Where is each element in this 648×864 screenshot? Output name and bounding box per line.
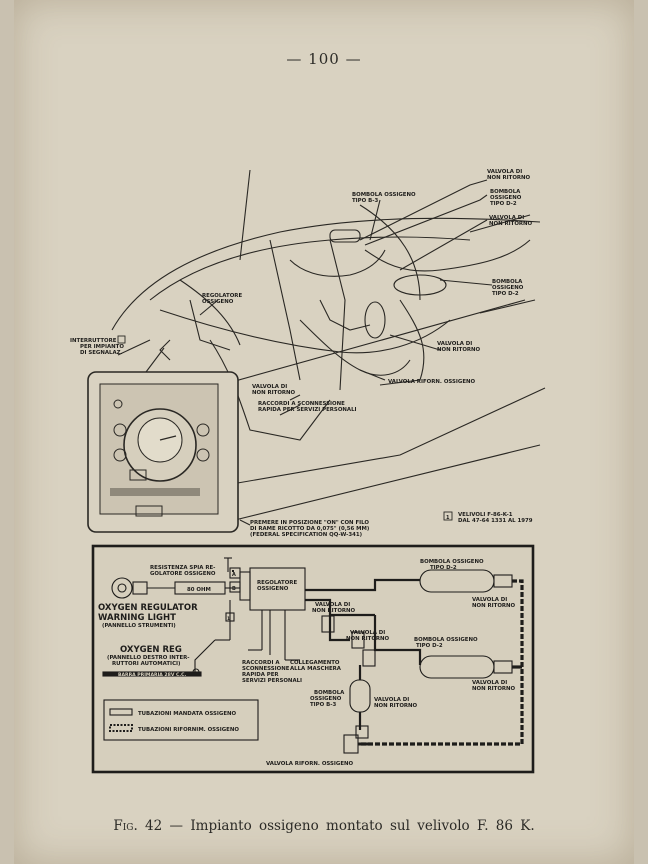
label-bombola-b3a: BOMBOLA OSSIGENO: [352, 192, 416, 198]
label-bombola-d2-2b: OSSIGENO: [492, 285, 524, 291]
label-ohm: 80 OHM: [187, 587, 211, 593]
label-valvola-nr-e1: VALVOLA DI: [472, 680, 507, 686]
label-raccordi-a: RACCORDI A SCONNESSIONE: [258, 401, 345, 407]
label-valvola-nr-d2: NON RITORNO: [374, 703, 418, 709]
label-raccordi-a: RACCORDI A: [242, 660, 280, 666]
label-bombola-d2-mid-a: BOMBOLA OSSIGENO: [414, 637, 478, 643]
label-collegamento-b: ALLA MASCHERA: [290, 666, 342, 672]
label-barra: BARRA PRIMARIA 28V C.C.: [118, 672, 186, 678]
label-marker: 1: [227, 616, 230, 622]
label-oxygen-reg: OXYGEN REG: [120, 645, 182, 655]
label-raccordi-c: RAPIDA PER: [242, 672, 279, 678]
caption-dash: —: [169, 818, 184, 834]
label-regolatore-b: OSSIGENO: [257, 586, 289, 592]
label-bombola-d2-1a: BOMBOLA: [490, 189, 521, 195]
legend-riforn: TUBAZIONI RIFORNIM. OSSIGENO: [138, 727, 239, 733]
label-valvola-nr-a2: NON RITORNO: [472, 603, 516, 609]
label-pannello-destro-a: (PANNELLO DESTRO INTER-: [107, 655, 190, 661]
label-bombola-d2-2c: TIPO D-2: [492, 291, 519, 297]
label-bombola-d2-top-a: BOMBOLA OSSIGENO: [420, 559, 484, 565]
label-valvola-non-ritorno-2b: NON RITORNO: [489, 221, 533, 227]
label-valvola-riforn: VALVOLA RIFORN. OSSIGENO: [388, 379, 476, 385]
figure-bottom-schematic: RESISTENZA SPIA RE- GOLATORE OSSIGENO 80…: [91, 544, 535, 774]
label-valvola-non-ritorno-1b: NON RITORNO: [487, 175, 531, 181]
label-valvola-nr-b1: VALVOLA DI: [315, 602, 350, 608]
label-note-velivoli-a: VELIVOLI F-86-K-1: [458, 512, 513, 518]
caption-fig-number: Fig. 42: [113, 818, 163, 834]
label-valvola-nr-e2: NON RITORNO: [472, 686, 516, 692]
label-collegamento-a: COLLEGAMENTO: [290, 660, 340, 666]
label-regolatore-a: REGOLATORE: [202, 293, 242, 299]
label-resistenza-a: RESISTENZA SPIA RE-: [150, 565, 215, 571]
figure-caption: Fig. 42 — Impianto ossigeno montato sul …: [0, 818, 648, 834]
label-valvola-nr-d1: VALVOLA DI: [374, 697, 409, 703]
label-oxygen-warning-a: OXYGEN REGULATOR: [98, 603, 198, 613]
label-note-premere-b: DI RAME RICOTTO DA 0,075" (0,56 MM): [250, 526, 369, 532]
label-bombola-b3-b: OSSIGENO: [310, 696, 342, 702]
label-valvola-non-ritorno-4a: VALVOLA DI: [252, 384, 287, 390]
label-valvola-non-ritorno-1: VALVOLA DI: [487, 169, 522, 175]
label-pannello-destro-b: RUTTORI AUTOMATICI): [112, 661, 181, 667]
label-oxygen-warning-b: WARNING LIGHT: [98, 613, 176, 623]
label-bombola-b3b: TIPO B-3: [352, 198, 378, 204]
legend-mandata: TUBAZIONI MANDATA OSSIGENO: [138, 711, 237, 717]
label-note-premere-c: (FEDERAL SPECIFICATION QQ-W-341): [250, 532, 362, 538]
page-number: — 100 —: [286, 50, 362, 68]
label-resistenza-b: GOLATORE OSSIGENO: [150, 571, 216, 577]
label-regolatore-b: OSSIGENO: [202, 299, 234, 305]
caption-text: Impianto ossigeno montato sul velivolo F…: [190, 818, 535, 834]
label-interruttore-a: INTERRUTTORE: [70, 338, 117, 344]
label-regolatore-a: REGOLATORE: [257, 580, 297, 586]
label-interruttore-c: DI SEGNALAZ.: [80, 350, 123, 356]
label-valvola-non-ritorno-4b: NON RITORNO: [252, 390, 296, 396]
label-valvola-non-ritorno-3a: VALVOLA DI: [437, 341, 472, 347]
label-connector-a: A: [232, 572, 236, 578]
label-bombola-b3-a: BOMBOLA: [314, 690, 345, 696]
label-raccordi-b: RAPIDA PER SERVIZI PERSONALI: [258, 407, 357, 413]
label-bombola-d2-top-b: TIPO D-2: [430, 565, 457, 571]
label-valvola-non-ritorno-3b: NON RITORNO: [437, 347, 481, 353]
label-bombola-d2-1c: TIPO D-2: [490, 201, 517, 207]
label-valvola-nr-a1: VALVOLA DI: [472, 597, 507, 603]
label-bombola-d2-1b: OSSIGENO: [490, 195, 522, 201]
label-note-marker: 1: [446, 515, 450, 521]
label-valvola-nr-b2: NON RITORNO: [312, 608, 356, 614]
label-bombola-b3-c: TIPO B-3: [310, 702, 336, 708]
label-bombola-d2-mid-b: TIPO D-2: [416, 643, 443, 649]
label-pannello-strumenti: (PANNELLO STRUMENTI): [102, 623, 176, 629]
label-raccordi-d: SERVIZI PERSONALI: [242, 678, 302, 684]
figure-top-illustration: VALVOLA DI NON RITORNO BOMBOLA OSSIGENO …: [70, 169, 546, 538]
label-note-velivoli-b: DAL 47-64 1331 AL 1979: [458, 518, 533, 524]
label-valvola-riforn: VALVOLA RIFORN. OSSIGENO: [266, 761, 354, 767]
label-connector-b: B: [232, 586, 236, 592]
label-raccordi-b: SCONNESSIONE: [242, 666, 290, 672]
label-interruttore-b: PER IMPIANTO: [80, 344, 124, 350]
label-note-premere-a: PREMERE IN POSIZIONE "ON" CON FILO: [250, 520, 369, 526]
label-valvola-non-ritorno-2a: VALVOLA DI: [489, 215, 524, 221]
label-bombola-d2-2a: BOMBOLA: [492, 279, 523, 285]
label-valvola-nr-c2: NON RITORNO: [346, 636, 390, 642]
label-valvola-nr-c1: VALVOLA DI: [350, 630, 385, 636]
